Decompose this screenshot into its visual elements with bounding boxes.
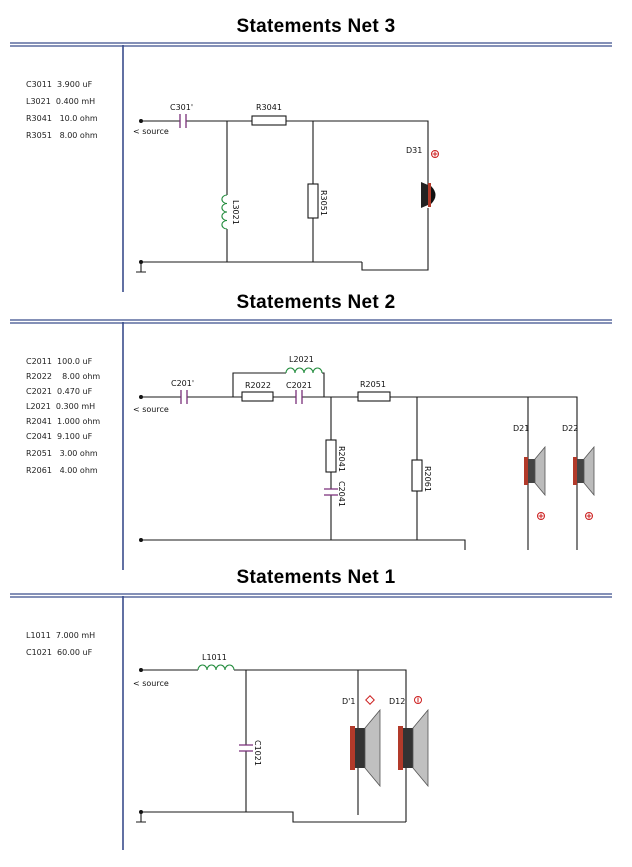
part-row: R3051 8.00 ohm — [26, 131, 98, 140]
net2-r51-label: R2051 — [360, 380, 386, 389]
net3-frame — [10, 42, 612, 292]
net2-c1-label: C201' — [171, 379, 194, 388]
net2-source-label: < source — [133, 405, 169, 414]
net3-d1-label: D31 — [406, 146, 422, 155]
part-row: C2011 100.0 uF — [26, 357, 93, 366]
net1-title: Statements Net 1 — [236, 567, 396, 588]
part-row: L2021 0.300 mH — [26, 402, 96, 411]
part-row: L1011 7.000 mH — [26, 631, 96, 640]
net3-l1-label: L3021 — [231, 200, 240, 225]
part-row: L3021 0.400 mH — [26, 97, 96, 106]
part-row: C2021 0.470 uF — [26, 387, 93, 396]
net1-d12-label: D12 — [389, 697, 405, 706]
net3-source-label: < source — [133, 127, 169, 136]
net2-r22-label: R2022 — [245, 381, 271, 390]
net2-panel: Statements Net 2 C2011 100.0 uF R2022 8.… — [0, 292, 632, 570]
part-row: R2041 1.000 ohm — [26, 417, 101, 426]
part-row: C2041 9.100 uF — [26, 432, 93, 441]
net3-panel: Statements Net 3 C3011 3.900 uF L3021 0.… — [0, 0, 632, 295]
part-row: C1021 60.00 uF — [26, 648, 93, 657]
part-row: R2022 8.00 ohm — [26, 372, 101, 381]
net2-title: Statements Net 2 — [236, 292, 396, 313]
net2-c41-label: C2041 — [337, 481, 346, 507]
net3-r2-label: R3051 — [319, 190, 328, 216]
part-row: R2051 3.00 ohm — [26, 449, 98, 458]
net3-schematic: < source C301' R3041 L3021 R3051 D31 — [133, 103, 439, 273]
net3-c1-label: C301' — [170, 103, 193, 112]
part-row: R2061 4.00 ohm — [26, 466, 98, 475]
net2-r41-label: R2041 — [337, 446, 346, 472]
part-row: C3011 3.900 uF — [26, 80, 93, 89]
net1-d11-speaker — [350, 708, 381, 788]
net1-l1-label: L1011 — [202, 653, 227, 662]
net1-panel: Statements Net 1 L1011 7.000 mH C1021 60… — [0, 567, 632, 860]
net2-r61-label: R2061 — [423, 466, 432, 492]
net2-d21-speaker — [524, 445, 546, 497]
net1-frame — [10, 593, 612, 850]
net2-d22-speaker — [573, 445, 595, 497]
net1-d12-speaker — [398, 708, 429, 788]
net1-schematic: < source L1011 C1021 D'1 D12 — [133, 653, 429, 823]
net2-d21-label: D21 — [513, 424, 529, 433]
net1-d11-label: D'1 — [342, 697, 355, 706]
net1-c1-label: C1021 — [253, 740, 262, 766]
net3-r1-label: R3041 — [256, 103, 282, 112]
net2-schematic: < source C201' R2022 C2021 L2021 R2051 R… — [133, 355, 595, 550]
net2-d22-label: D22 — [562, 424, 578, 433]
net2-l21-label: L2021 — [289, 355, 314, 364]
net2-c21-label: C2021 — [286, 381, 312, 390]
part-row: R3041 10.0 ohm — [26, 114, 98, 123]
net2-frame — [10, 319, 612, 570]
net3-title: Statements Net 3 — [236, 16, 396, 37]
net1-source-label: < source — [133, 679, 169, 688]
